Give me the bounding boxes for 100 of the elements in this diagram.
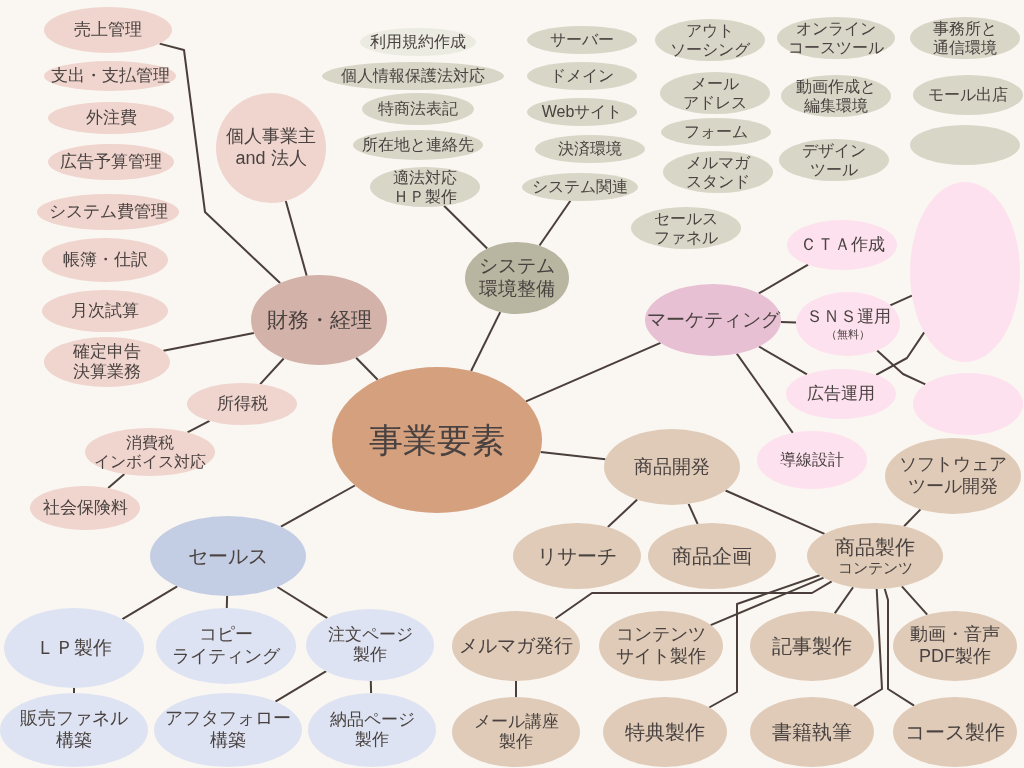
node-label: 動画・音声PDF製作 <box>910 624 1000 668</box>
node-label: 月次試算 <box>71 300 139 322</box>
node-label: メルマガ発行 <box>459 634 573 658</box>
node-label: モール出店 <box>928 85 1008 105</box>
connector-line <box>355 356 379 381</box>
node-label: セールス <box>188 544 268 568</box>
connector-line <box>186 419 211 434</box>
node-label: システム費管理 <box>48 201 168 223</box>
node-label: 確定申告決算業務 <box>73 341 141 383</box>
node-label: 特商法表記 <box>378 99 458 119</box>
connector-line <box>121 585 179 621</box>
node-label: アウトソーシング <box>670 20 750 60</box>
node-label: 広告運用 <box>807 383 875 405</box>
connector-line <box>779 321 798 324</box>
connector-line <box>757 263 810 295</box>
node-label: 動画作成と編集環境 <box>796 76 876 116</box>
node-label: リサーチ <box>537 544 617 568</box>
node-label: 書籍執筆 <box>772 720 852 744</box>
node-label: ＣＴＡ作成 <box>799 234 885 256</box>
node-label: 個人事業主and 法人 <box>226 126 316 170</box>
connector-line <box>515 680 517 698</box>
node-label: 事業要素 <box>369 419 505 461</box>
connector-line <box>107 473 126 489</box>
connector-line <box>284 200 308 277</box>
connector-line <box>162 331 255 352</box>
connector-line <box>554 580 833 620</box>
node-label: 記事製作 <box>772 634 852 658</box>
node-label: （無料） <box>826 327 870 341</box>
connector-line <box>225 595 229 609</box>
connector-line <box>876 349 927 386</box>
node-label: 特典製作 <box>625 720 705 744</box>
node-label: 売上管理 <box>74 19 142 41</box>
connector-line <box>259 357 285 386</box>
connector-line <box>606 498 639 529</box>
node-label: 注文ページ製作 <box>327 624 413 666</box>
connector-line <box>889 294 913 307</box>
node-label: 社会保険料 <box>42 497 128 519</box>
node-label: ソフトウェアツール開発 <box>899 454 1007 498</box>
connector-line <box>687 502 699 525</box>
node-label: 帳簿・仕訳 <box>62 249 148 271</box>
node-label: ＳＮＳ運用 <box>805 307 891 328</box>
connector-line <box>538 199 572 247</box>
node-label: 外注費 <box>85 107 137 129</box>
connector-line <box>875 331 926 376</box>
connector-line <box>900 585 929 616</box>
node-label: メールアドレス <box>683 73 747 113</box>
connector-line <box>708 574 821 709</box>
connector-line <box>279 484 356 528</box>
connector-line <box>724 489 826 535</box>
subtopic-ellipse <box>807 523 943 589</box>
node-label: 販売ファネル構築 <box>20 708 128 752</box>
node-label: ドメイン <box>550 66 614 86</box>
node-label: メルマガスタンド <box>686 152 750 192</box>
node-label: 財務・経理 <box>266 307 372 333</box>
node-label: マーケティング <box>646 308 780 332</box>
node-label: 個人情報保護法対応 <box>341 66 485 86</box>
connector-line <box>757 345 808 376</box>
node-label: 商品開発 <box>634 455 710 479</box>
node-label: セールスファネル <box>654 208 718 248</box>
connector-line <box>274 670 328 703</box>
node-label: コンテンツサイト製作 <box>616 624 706 668</box>
node-label: 事務所と通信環境 <box>933 18 997 58</box>
connector-line <box>883 587 916 707</box>
node-label: システム関連 <box>532 177 628 197</box>
node-label: システム環境整備 <box>479 255 555 301</box>
node-label: 適法対応ＨＰ製作 <box>393 167 457 207</box>
node-label: 広告予算管理 <box>60 151 162 173</box>
node-label: サーバー <box>550 30 614 50</box>
node-label: アフタフォロー構築 <box>165 708 291 752</box>
subtopic-ellipse <box>913 75 1023 115</box>
connector-line <box>369 680 373 694</box>
node-label: 消費税インボイス対応 <box>94 432 206 472</box>
connector-line <box>73 687 75 694</box>
connector-line <box>539 450 607 461</box>
node-label: ＬＰ製作 <box>36 636 112 660</box>
node-label: 支出・支払管理 <box>50 65 170 87</box>
connector-line <box>276 586 329 620</box>
node-label: 納品ページ製作 <box>329 709 415 751</box>
node-label: コンテンツ <box>837 559 913 577</box>
node-label: メール講座製作 <box>473 711 559 753</box>
connector-line <box>443 204 489 250</box>
connector-line <box>903 508 922 528</box>
node-label: コース製作 <box>905 720 1005 744</box>
connector-line <box>735 352 794 434</box>
connector-line <box>853 588 883 708</box>
node-label: フォーム <box>684 122 748 142</box>
connector-line <box>709 576 825 627</box>
node-label: 決済環境 <box>558 139 622 159</box>
node-label: 商品企画 <box>672 544 752 568</box>
connector-line <box>833 586 855 615</box>
node-label: Webサイト <box>541 102 623 122</box>
node-label: 導線設計 <box>780 450 844 470</box>
node-label: 商品製作 <box>835 535 915 559</box>
connector-line <box>470 311 502 372</box>
node-label: 所得税 <box>216 393 268 415</box>
node-label: コピーライティング <box>172 624 280 668</box>
node-label: デザインツール <box>802 140 866 180</box>
connector-line <box>525 341 662 403</box>
node-label: オンラインコースツール <box>788 18 884 58</box>
node-label: 所在地と連絡先 <box>362 135 474 155</box>
